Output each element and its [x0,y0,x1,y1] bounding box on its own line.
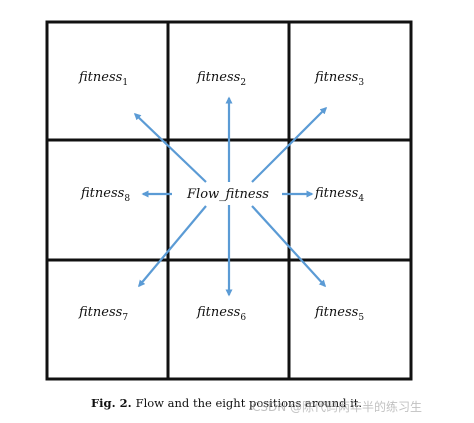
figure-caption: Fig. 2.Flow and the eight positions arou… [91,396,471,410]
grid-outer-border [45,20,413,381]
arrow-down-left [138,205,207,288]
cell-fitness-1: fitness1 [78,70,128,88]
cell-fitness-4: fitness4 [314,186,364,204]
cell-fitness-8: fitness8 [80,186,130,204]
center-flow-fitness: Flow_fitness [186,187,269,202]
arrow-up-left [133,112,207,183]
cell-fitness-5: fitness5 [314,305,364,323]
figure-caption-text: Flow and the eight positions around it. [135,396,363,410]
cell-fitness-2: fitness2 [196,70,246,88]
watermark-text: CSDN @陈代码两年半的练习生 [252,400,423,414]
figure-label: Fig. 2. [91,396,132,410]
cell-fitness-3: fitness3 [314,70,364,88]
cell-fitness-6: fitness6 [196,305,246,323]
arrow-down-right [251,205,327,288]
arrow-up-right [251,106,328,183]
arrows-group [133,96,328,297]
cell-fitness-7: fitness7 [78,305,128,323]
